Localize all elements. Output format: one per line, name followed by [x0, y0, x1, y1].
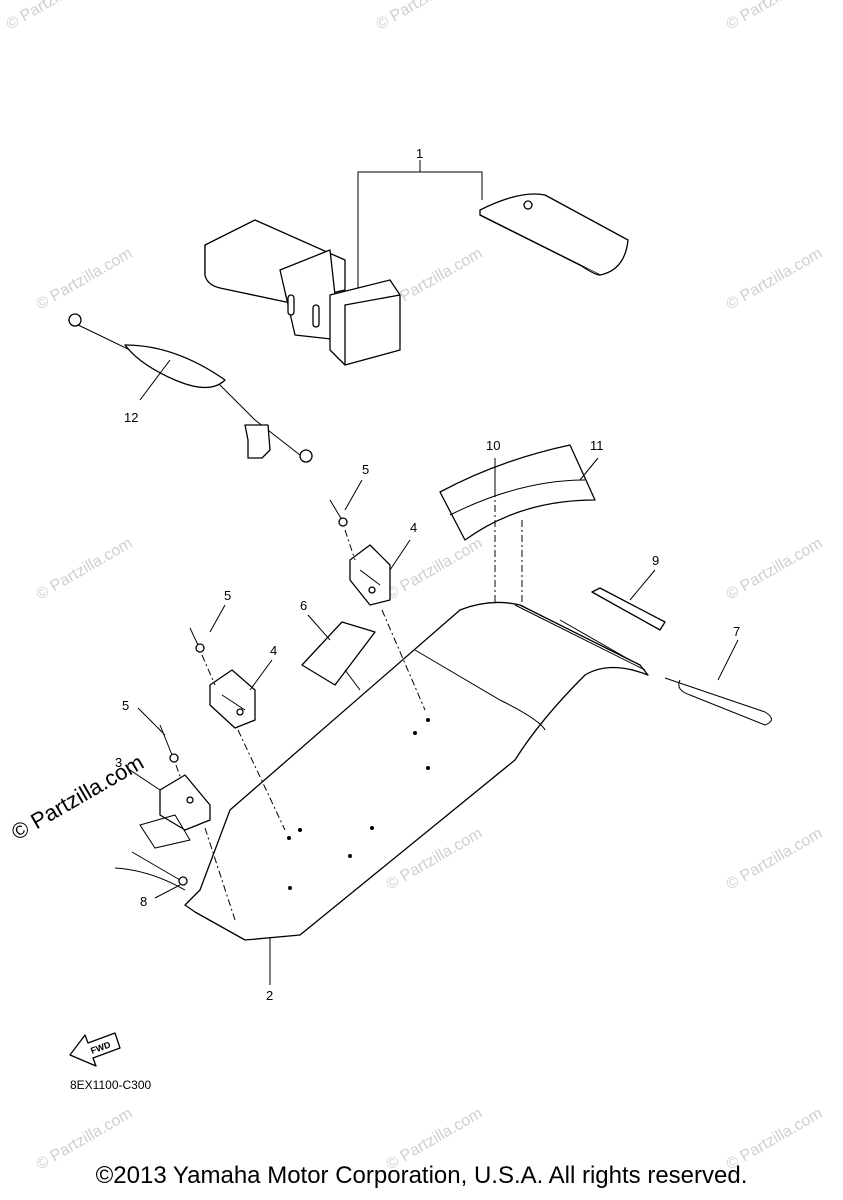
part-12-cable — [68, 313, 313, 463]
watermark: © Partzilla.com — [34, 245, 136, 314]
watermark-grid: © Partzilla.com © Partzilla.com © Partzi… — [4, 0, 826, 1173]
callout-8: 8 — [140, 894, 147, 909]
callout-6: 6 — [300, 598, 307, 613]
watermark: © Partzilla.com — [724, 535, 826, 604]
part-8-pin — [114, 851, 188, 899]
callout-12: 12 — [124, 410, 138, 425]
callout-5: 5 — [122, 698, 129, 713]
callout-5: 5 — [362, 462, 369, 477]
watermark: © Partzilla.com — [374, 0, 476, 33]
callout-10: 10 — [486, 438, 500, 453]
part-10-11-decals — [439, 444, 599, 640]
part-4-bracket-upper — [349, 539, 426, 711]
callout-9: 9 — [652, 553, 659, 568]
watermark: © Partzilla.com — [724, 245, 826, 314]
part-4-bracket-lower — [209, 659, 286, 831]
part-1-tool-kit — [204, 160, 629, 366]
part-9-strip — [591, 569, 666, 631]
callout-3: 3 — [115, 755, 122, 770]
callout-1: 1 — [416, 146, 423, 161]
watermark: © Partzilla.com — [384, 535, 486, 604]
watermark: © Partzilla.com — [34, 535, 136, 604]
part-3-bracket — [126, 767, 236, 921]
callout-4: 4 — [270, 643, 277, 658]
diagram-code: 8EX1100-C300 — [70, 1078, 152, 1092]
callout-5: 5 — [224, 588, 231, 603]
callout-7: 7 — [733, 624, 740, 639]
watermark: © Partzilla.com — [724, 0, 826, 33]
copyright-notice: ©2013 Yamaha Motor Corporation, U.S.A. A… — [95, 1162, 748, 1189]
watermark: © Partzilla.com — [4, 0, 106, 33]
callout-2: 2 — [266, 988, 273, 1003]
part-2-fender — [184, 601, 649, 985]
callout-11: 11 — [590, 438, 604, 453]
fwd-arrow-icon: FWD — [69, 1032, 121, 1067]
watermark: © Partzilla.com — [724, 825, 826, 894]
part-7-rod — [664, 639, 772, 726]
callout-4: 4 — [410, 520, 417, 535]
part-5-screws — [137, 479, 363, 791]
callout-labels: 1 2 3 4 4 5 5 5 6 7 8 9 10 11 12 — [115, 146, 740, 1003]
part-6-pad — [301, 614, 376, 691]
